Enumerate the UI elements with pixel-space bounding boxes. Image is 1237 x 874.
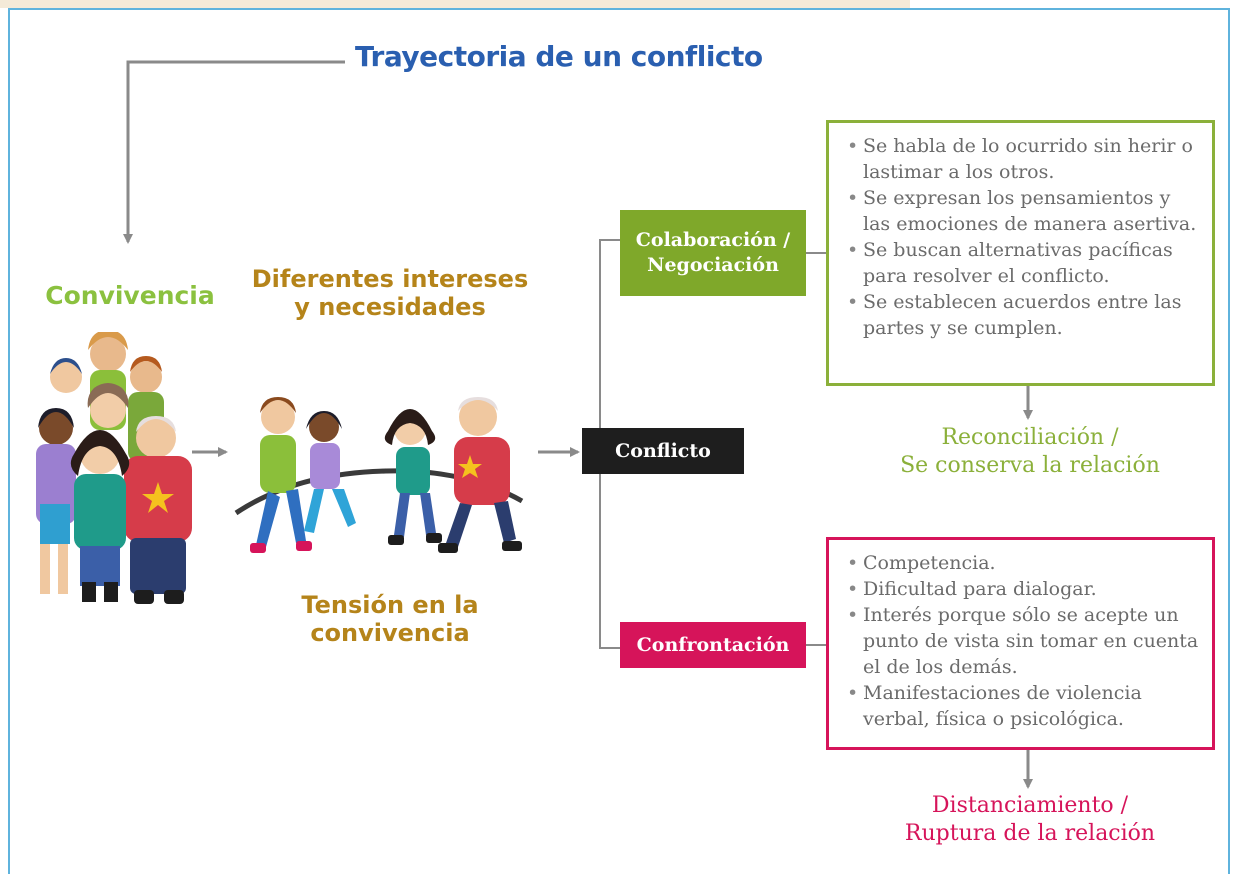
stage-tension-line1: Tensión en la	[301, 591, 479, 619]
diagram-frame	[8, 8, 1230, 874]
list-item: Manifestaciones de violencia verbal, fís…	[847, 680, 1200, 732]
outcome-reconciliacion-line1: Reconciliación /	[941, 425, 1119, 450]
colaboracion-list-box: Se habla de lo ocurrido sin herir o last…	[826, 120, 1215, 386]
confrontacion-list-box: Competencia. Dificultad para dialogar. I…	[826, 537, 1215, 750]
title-connector	[123, 60, 345, 244]
stage-tension-line2: convivencia	[310, 618, 470, 647]
outcome-distanciamiento-line1: Distanciamiento /	[931, 793, 1129, 818]
list-item: Competencia.	[847, 550, 1200, 576]
stage-intereses-line2: y necesidades	[294, 292, 486, 321]
conflicto-box: Conflicto	[582, 428, 744, 474]
outcome-reconciliacion: Reconciliación / Se conserva la relación	[850, 424, 1210, 479]
colaboracion-label-line2: Negociación	[647, 254, 779, 276]
top-strip	[0, 0, 910, 8]
list-item: Se expresan los pensamientos y las emoci…	[847, 185, 1200, 237]
stage-intereses: Diferentes intereses y necesidades	[240, 265, 540, 321]
stage-convivencia: Convivencia	[45, 281, 215, 310]
list-item: Dificultad para dialogar.	[847, 576, 1200, 602]
outcome-reconciliacion-line2: Se conserva la relación	[900, 452, 1160, 478]
list-item: Se establecen acuerdos entre las partes …	[847, 289, 1200, 341]
outcome-distanciamiento: Distanciamiento / Ruptura de la relación	[850, 792, 1210, 847]
group-of-people-illustration	[36, 332, 192, 604]
list-item: Se habla de lo ocurrido sin herir o last…	[847, 133, 1200, 185]
colaboracion-list: Se habla de lo ocurrido sin herir o last…	[847, 133, 1200, 341]
confrontacion-box: Confrontación	[620, 622, 806, 668]
list-item: Se buscan alternativas pacíficas para re…	[847, 237, 1200, 289]
diagram-title: Trayectoria de un conflicto	[355, 40, 763, 73]
colaboracion-box: Colaboración / Negociación	[620, 210, 806, 296]
confrontacion-list: Competencia. Dificultad para dialogar. I…	[847, 550, 1200, 732]
stage-tension: Tensión en la convivencia	[260, 591, 520, 647]
outcome-distanciamiento-line2: Ruptura de la relación	[904, 820, 1156, 846]
stage-intereses-line1: Diferentes intereses	[251, 265, 529, 293]
list-item: Interés porque sólo se acepte un punto d…	[847, 602, 1200, 680]
colaboracion-label-line1: Colaboración /	[635, 229, 791, 252]
tug-of-war-illustration	[234, 397, 524, 553]
